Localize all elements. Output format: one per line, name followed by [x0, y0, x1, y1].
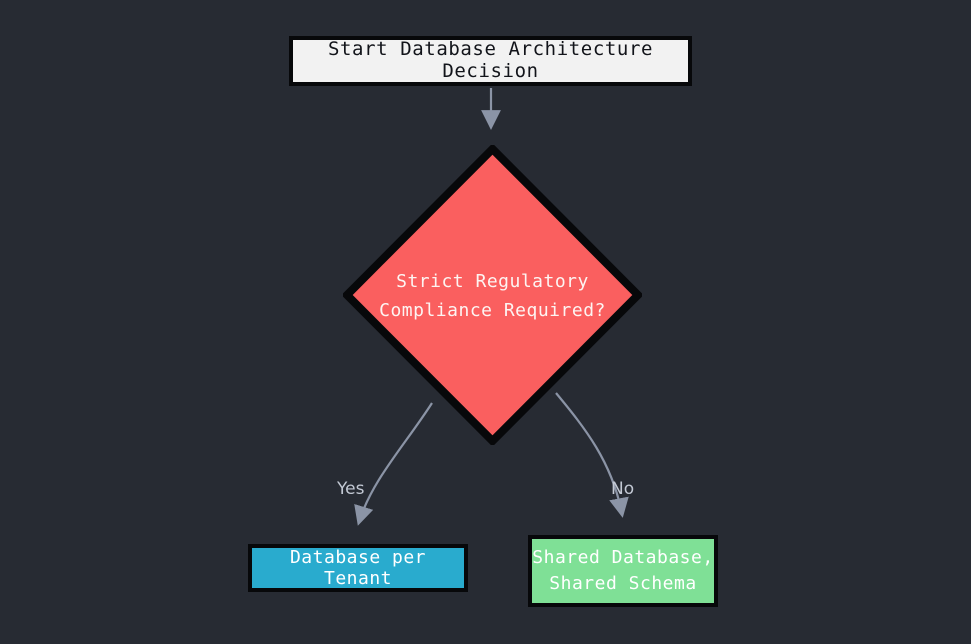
- node-database-per-tenant[interactable]: Database per Tenant: [248, 544, 468, 592]
- node-start-label: Start Database Architecture Decision: [327, 38, 654, 82]
- node-shared-database-shared-schema[interactable]: Shared Database, Shared Schema: [528, 535, 718, 607]
- diamond-shape: [343, 145, 642, 445]
- edge-decision-yes: [354, 402, 433, 526]
- node-decision-strict-regulatory-compliance[interactable]: Strict Regulatory Compliance Required?: [343, 145, 642, 445]
- edge-label-no: No: [611, 479, 635, 499]
- edge-decision-no: [555, 392, 629, 518]
- node-database-per-tenant-label: Database per Tenant: [289, 547, 427, 589]
- node-start-database-architecture-decision[interactable]: Start Database Architecture Decision: [289, 36, 692, 86]
- edge-label-yes: Yes: [337, 479, 365, 499]
- node-decision-label: Strict Regulatory Compliance Required?: [379, 271, 606, 321]
- node-shared-database-shared-schema-label: Shared Database, Shared Schema: [532, 546, 714, 594]
